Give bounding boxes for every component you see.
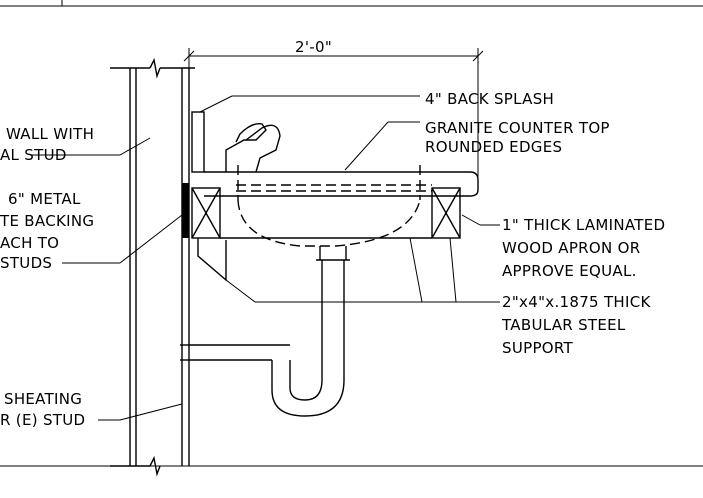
steel-support-bracket <box>197 238 227 282</box>
label-backing-3: ACH TO <box>0 234 59 252</box>
apron-left <box>191 187 221 239</box>
label-support-2: TABULAR STEEL <box>501 316 626 334</box>
dimension-label: 2'-0" <box>295 38 332 56</box>
label-apron-3: APPROVE EQUAL. <box>502 262 637 280</box>
metal-backing-plate <box>182 183 189 238</box>
label-back-splash: 4" BACK SPLASH <box>425 90 554 108</box>
label-apron-2: WOOD APRON OR <box>502 239 640 257</box>
faucet <box>225 123 281 173</box>
label-backing-1: 6" METAL <box>8 190 81 208</box>
label-support-3: SUPPORT <box>502 339 574 357</box>
leader-lines <box>30 95 500 421</box>
wall-studs <box>110 57 195 477</box>
label-backing-2: TE BACKING <box>0 212 94 230</box>
label-wall-2: AL STUD <box>0 146 67 164</box>
label-apron-1: 1" THICK LAMINATED <box>502 216 665 234</box>
label-sheating-1: SHEATING <box>4 390 82 408</box>
dimension-line <box>183 48 484 180</box>
label-support-1: 2"x4"x.1875 THICK <box>502 293 651 311</box>
sink-bowl <box>237 165 421 261</box>
granite-counter-top <box>204 171 479 197</box>
label-sheating-2: R (E) STUD <box>0 411 85 429</box>
p-trap-drain <box>180 260 345 417</box>
label-backing-4: STUDS <box>0 254 52 272</box>
back-splash <box>191 111 205 173</box>
apron-right <box>431 187 461 239</box>
label-counter-top-2: ROUNDED EDGES <box>425 138 562 156</box>
label-wall-1: WALL WITH <box>6 125 94 143</box>
label-counter-top-1: GRANITE COUNTER TOP <box>425 119 610 137</box>
